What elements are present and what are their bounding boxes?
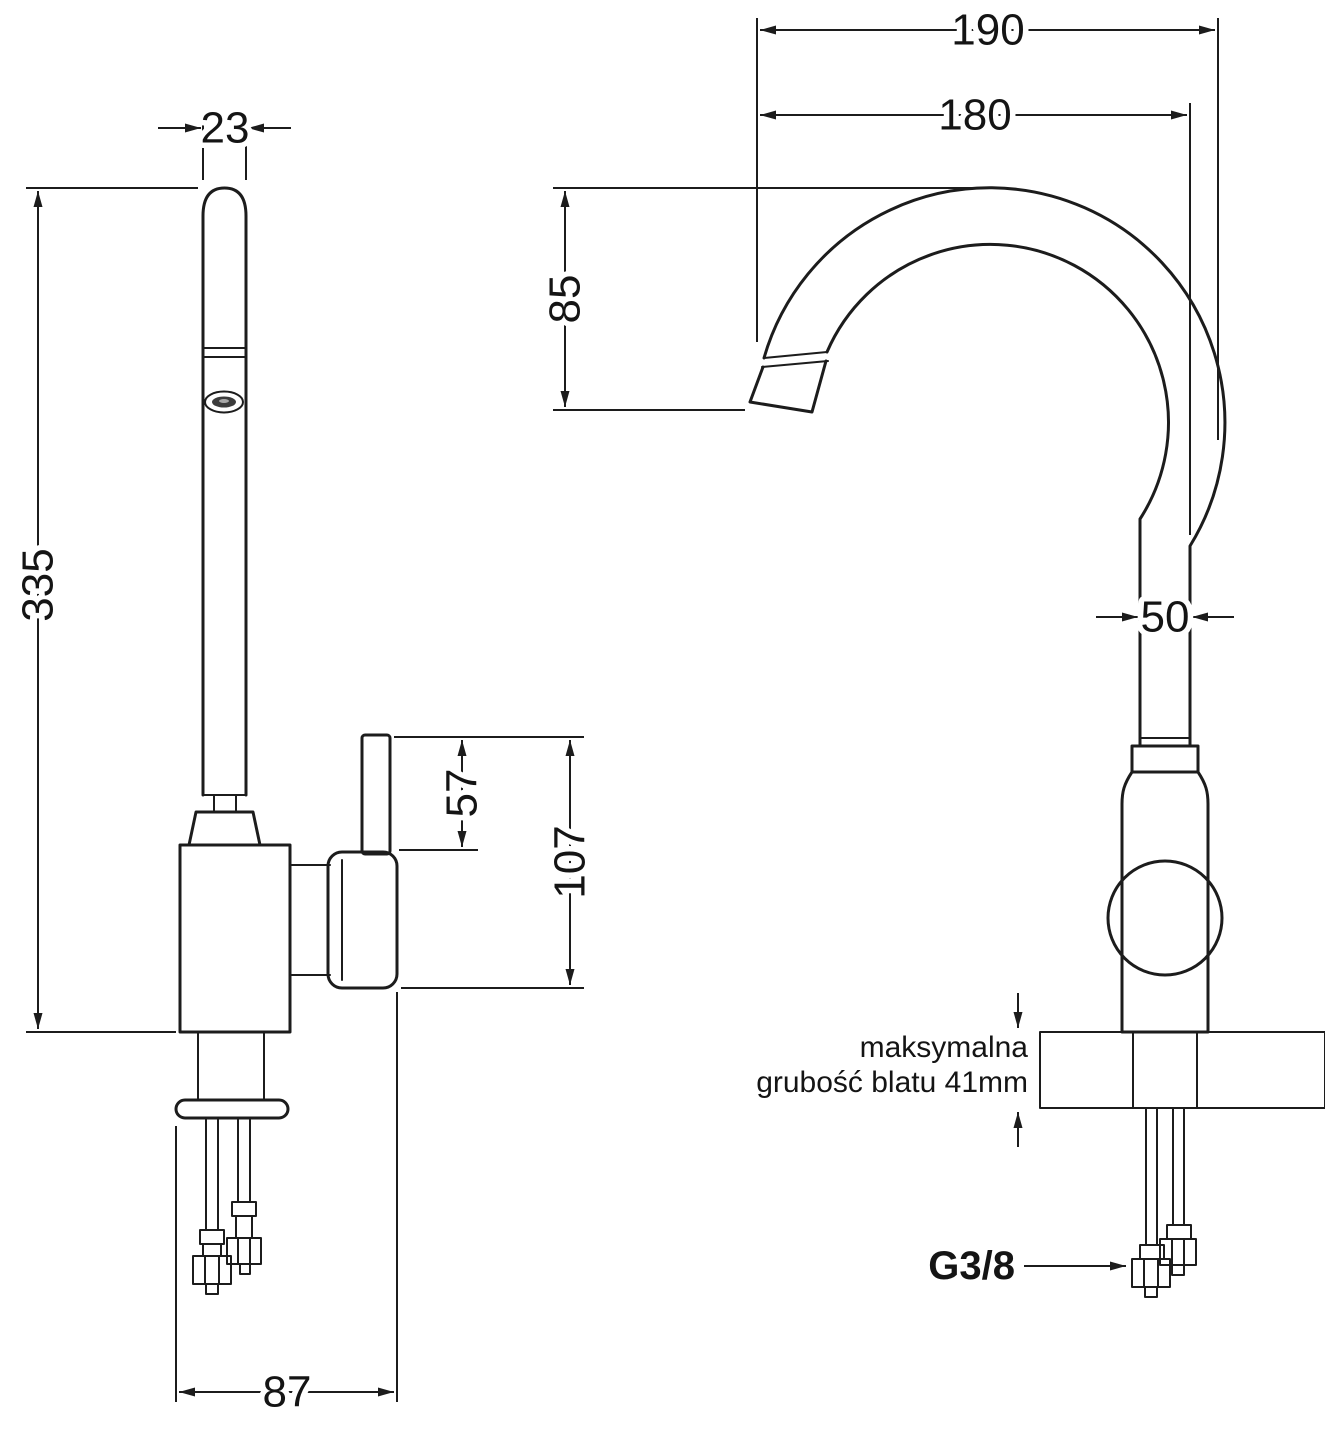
dim-190-label: 190 bbox=[951, 6, 1024, 55]
dimension-total-height: 335 bbox=[8, 187, 198, 1033]
dim-335-label: 335 bbox=[14, 548, 63, 621]
mounting-hardware-side bbox=[192, 1117, 262, 1295]
dimension-pipe-width: 50 bbox=[1096, 587, 1234, 647]
dimension-base-depth: 87 bbox=[175, 992, 398, 1422]
dim-180-label: 180 bbox=[938, 91, 1011, 140]
dim-87-label: 87 bbox=[263, 1368, 312, 1417]
spout-tip bbox=[748, 359, 828, 414]
body-collar bbox=[187, 810, 262, 847]
counter-note-line2: grubość blatu 41mm bbox=[756, 1066, 1028, 1099]
dimension-overall-width: 190 bbox=[756, 0, 1219, 440]
faucet-body-side bbox=[178, 843, 292, 1034]
side-view: 23 335 57 107 87 bbox=[8, 98, 600, 1422]
dim-107-label: 107 bbox=[546, 825, 595, 898]
handle-housing bbox=[326, 850, 399, 990]
dimension-spout-drop: 85 bbox=[535, 187, 975, 411]
threaded-shank-front bbox=[1132, 1031, 1198, 1109]
dimension-body-height: 107 bbox=[394, 736, 600, 989]
dimension-spout-reach: 180 bbox=[760, 85, 1191, 535]
dim-23-label: 23 bbox=[201, 104, 250, 153]
gooseneck-inner bbox=[825, 242, 1170, 748]
gooseneck-outer bbox=[762, 186, 1227, 748]
dim-57-label: 57 bbox=[438, 769, 487, 818]
base-flange bbox=[174, 1098, 290, 1120]
swivel-collar bbox=[1130, 744, 1200, 774]
thread-size-label: G3/8 bbox=[928, 1244, 1015, 1288]
front-view: maksymalna grubość blatu 41mm G3/8 bbox=[535, 0, 1325, 1298]
dim-50-label: 50 bbox=[1141, 593, 1190, 642]
aerator bbox=[204, 390, 244, 414]
spout-neck bbox=[213, 794, 237, 813]
dimension-handle-height: 57 bbox=[399, 740, 492, 851]
faucet-body-front bbox=[1120, 770, 1210, 1034]
threaded-shank-side bbox=[197, 1031, 265, 1101]
handle-lever bbox=[360, 733, 392, 856]
mounting-hardware-front bbox=[1131, 1107, 1197, 1298]
spout-pipe bbox=[201, 186, 248, 797]
counter-note-line1: maksymalna bbox=[860, 1031, 1029, 1064]
dim-85-label: 85 bbox=[541, 275, 590, 324]
handle-knob bbox=[1106, 859, 1224, 977]
countertop bbox=[1039, 1031, 1325, 1109]
thread-callout: G3/8 bbox=[928, 1244, 1126, 1288]
dimension-spout-width: 23 bbox=[158, 98, 291, 180]
